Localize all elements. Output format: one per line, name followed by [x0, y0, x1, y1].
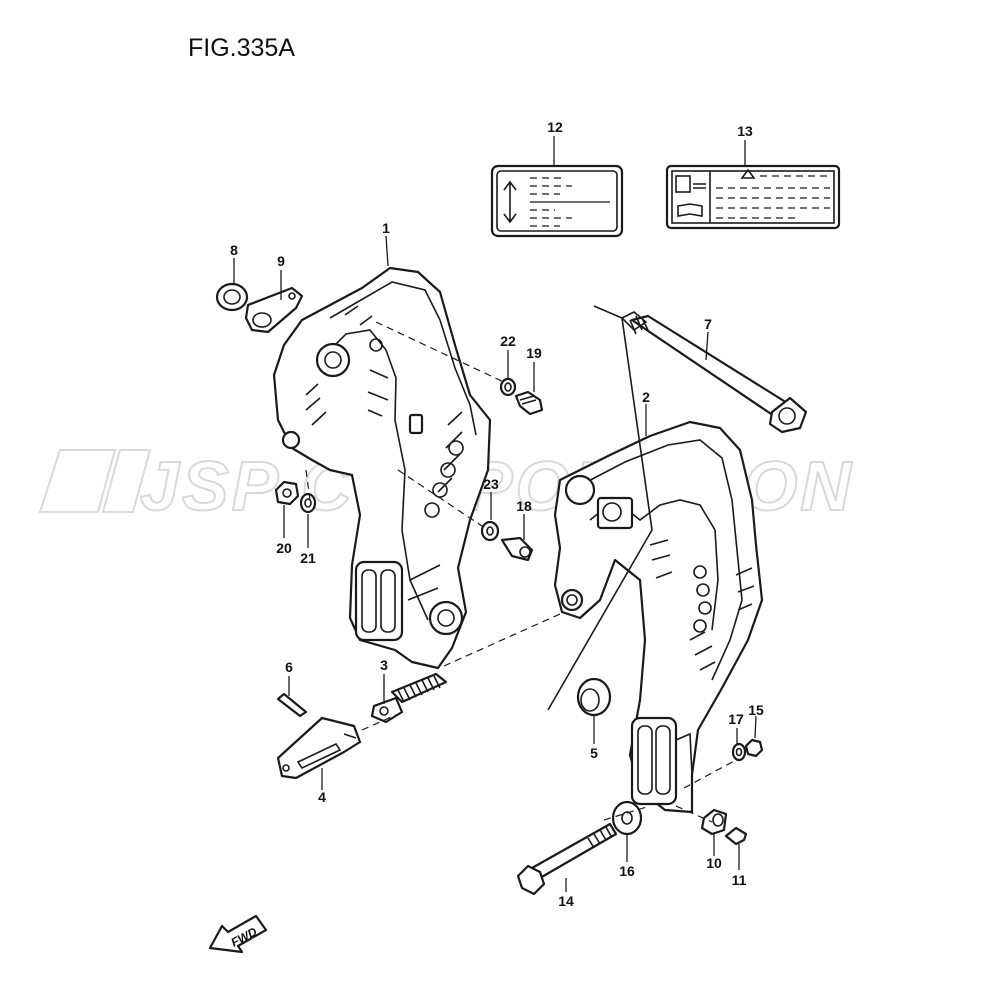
assembly-lines	[305, 305, 737, 823]
part-9-plate	[244, 286, 304, 334]
part-18-bolt	[500, 536, 534, 562]
callout-4: 4	[318, 789, 326, 805]
callout-14: 14	[558, 893, 574, 909]
callout-12: 12	[547, 119, 563, 135]
callout-19: 19	[526, 345, 542, 361]
part-16-washer	[611, 800, 643, 836]
callout-18: 18	[516, 498, 532, 514]
part-1-clamp-bracket	[272, 266, 492, 670]
callout-16: 16	[619, 863, 635, 879]
part-10-collar	[700, 808, 728, 836]
label-13	[665, 164, 841, 230]
part-8-nut	[215, 282, 249, 312]
part-6-pin	[276, 692, 308, 718]
callout-7: 7	[704, 316, 712, 332]
callout-22: 22	[500, 333, 516, 349]
part-2-clamp-bracket	[553, 420, 764, 814]
figure-title: FIG.335A	[188, 34, 295, 62]
part-15-nut	[744, 738, 764, 758]
callout-11: 11	[732, 872, 747, 888]
callout-10: 10	[706, 855, 722, 871]
leader-lines	[233, 136, 757, 892]
part-23-washer	[480, 520, 500, 542]
part-14-bolt	[516, 822, 618, 896]
callout-5: 5	[590, 745, 598, 761]
callout-20: 20	[276, 540, 292, 556]
callout-17: 17	[728, 711, 744, 727]
part-22-washer	[499, 377, 517, 397]
callout-1: 1	[382, 220, 390, 236]
callout-2: 2	[642, 389, 650, 405]
callout-21: 21	[300, 550, 316, 566]
callout-9: 9	[277, 253, 285, 269]
callout-8: 8	[230, 242, 238, 258]
part-17-washer	[731, 742, 747, 762]
part-21-washer	[299, 492, 317, 514]
callout-13: 13	[737, 123, 753, 139]
callout-23: 23	[483, 476, 499, 492]
part-11-bolt	[724, 826, 748, 846]
part-20-nut	[274, 480, 300, 506]
part-5-cap	[576, 677, 612, 717]
callout-3: 3	[380, 657, 388, 673]
part-4-lever	[276, 716, 362, 780]
part-19-bolt	[514, 390, 544, 416]
callout-labels: 12 13 1 8 9 7 22 19 2 23 18 20 21 6 3 17…	[230, 119, 764, 909]
part-3-spring-rod	[370, 672, 448, 724]
fwd-arrow-icon: FWD	[208, 914, 268, 954]
callout-15: 15	[748, 702, 764, 718]
label-12	[490, 164, 624, 238]
part-7-tilt-tube	[620, 311, 808, 434]
callout-6: 6	[285, 659, 293, 675]
